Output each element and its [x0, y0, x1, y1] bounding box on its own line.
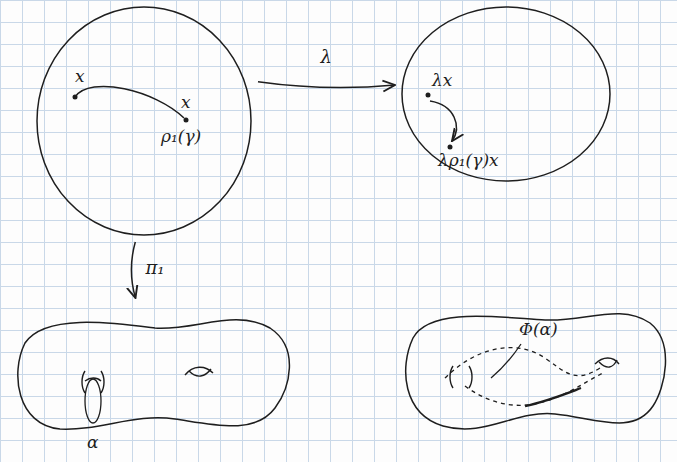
math-label: α — [87, 433, 98, 452]
math-label: ρ₁(γ) — [161, 127, 201, 146]
math-label: x — [75, 67, 85, 86]
math-label: λx — [432, 71, 452, 90]
image-disk: λx λρ₁(γ)x — [400, 5, 612, 183]
math-label: λρ₁(γ)x — [438, 151, 499, 170]
map-arrow — [258, 82, 395, 88]
edge-label: λ — [321, 47, 332, 67]
projection-arrow — [131, 242, 135, 298]
surface-image: Φ(α) — [395, 298, 667, 448]
math-label: Φ(α) — [519, 320, 558, 339]
outline-shape — [5, 303, 295, 455]
covering-disk: x x ρ₁(γ) — [35, 5, 253, 237]
math-label: x — [181, 93, 191, 112]
edge-label: π₁ — [145, 258, 164, 278]
outline-shape — [400, 5, 612, 183]
outline-shape — [35, 5, 253, 237]
surface: α — [5, 303, 295, 455]
